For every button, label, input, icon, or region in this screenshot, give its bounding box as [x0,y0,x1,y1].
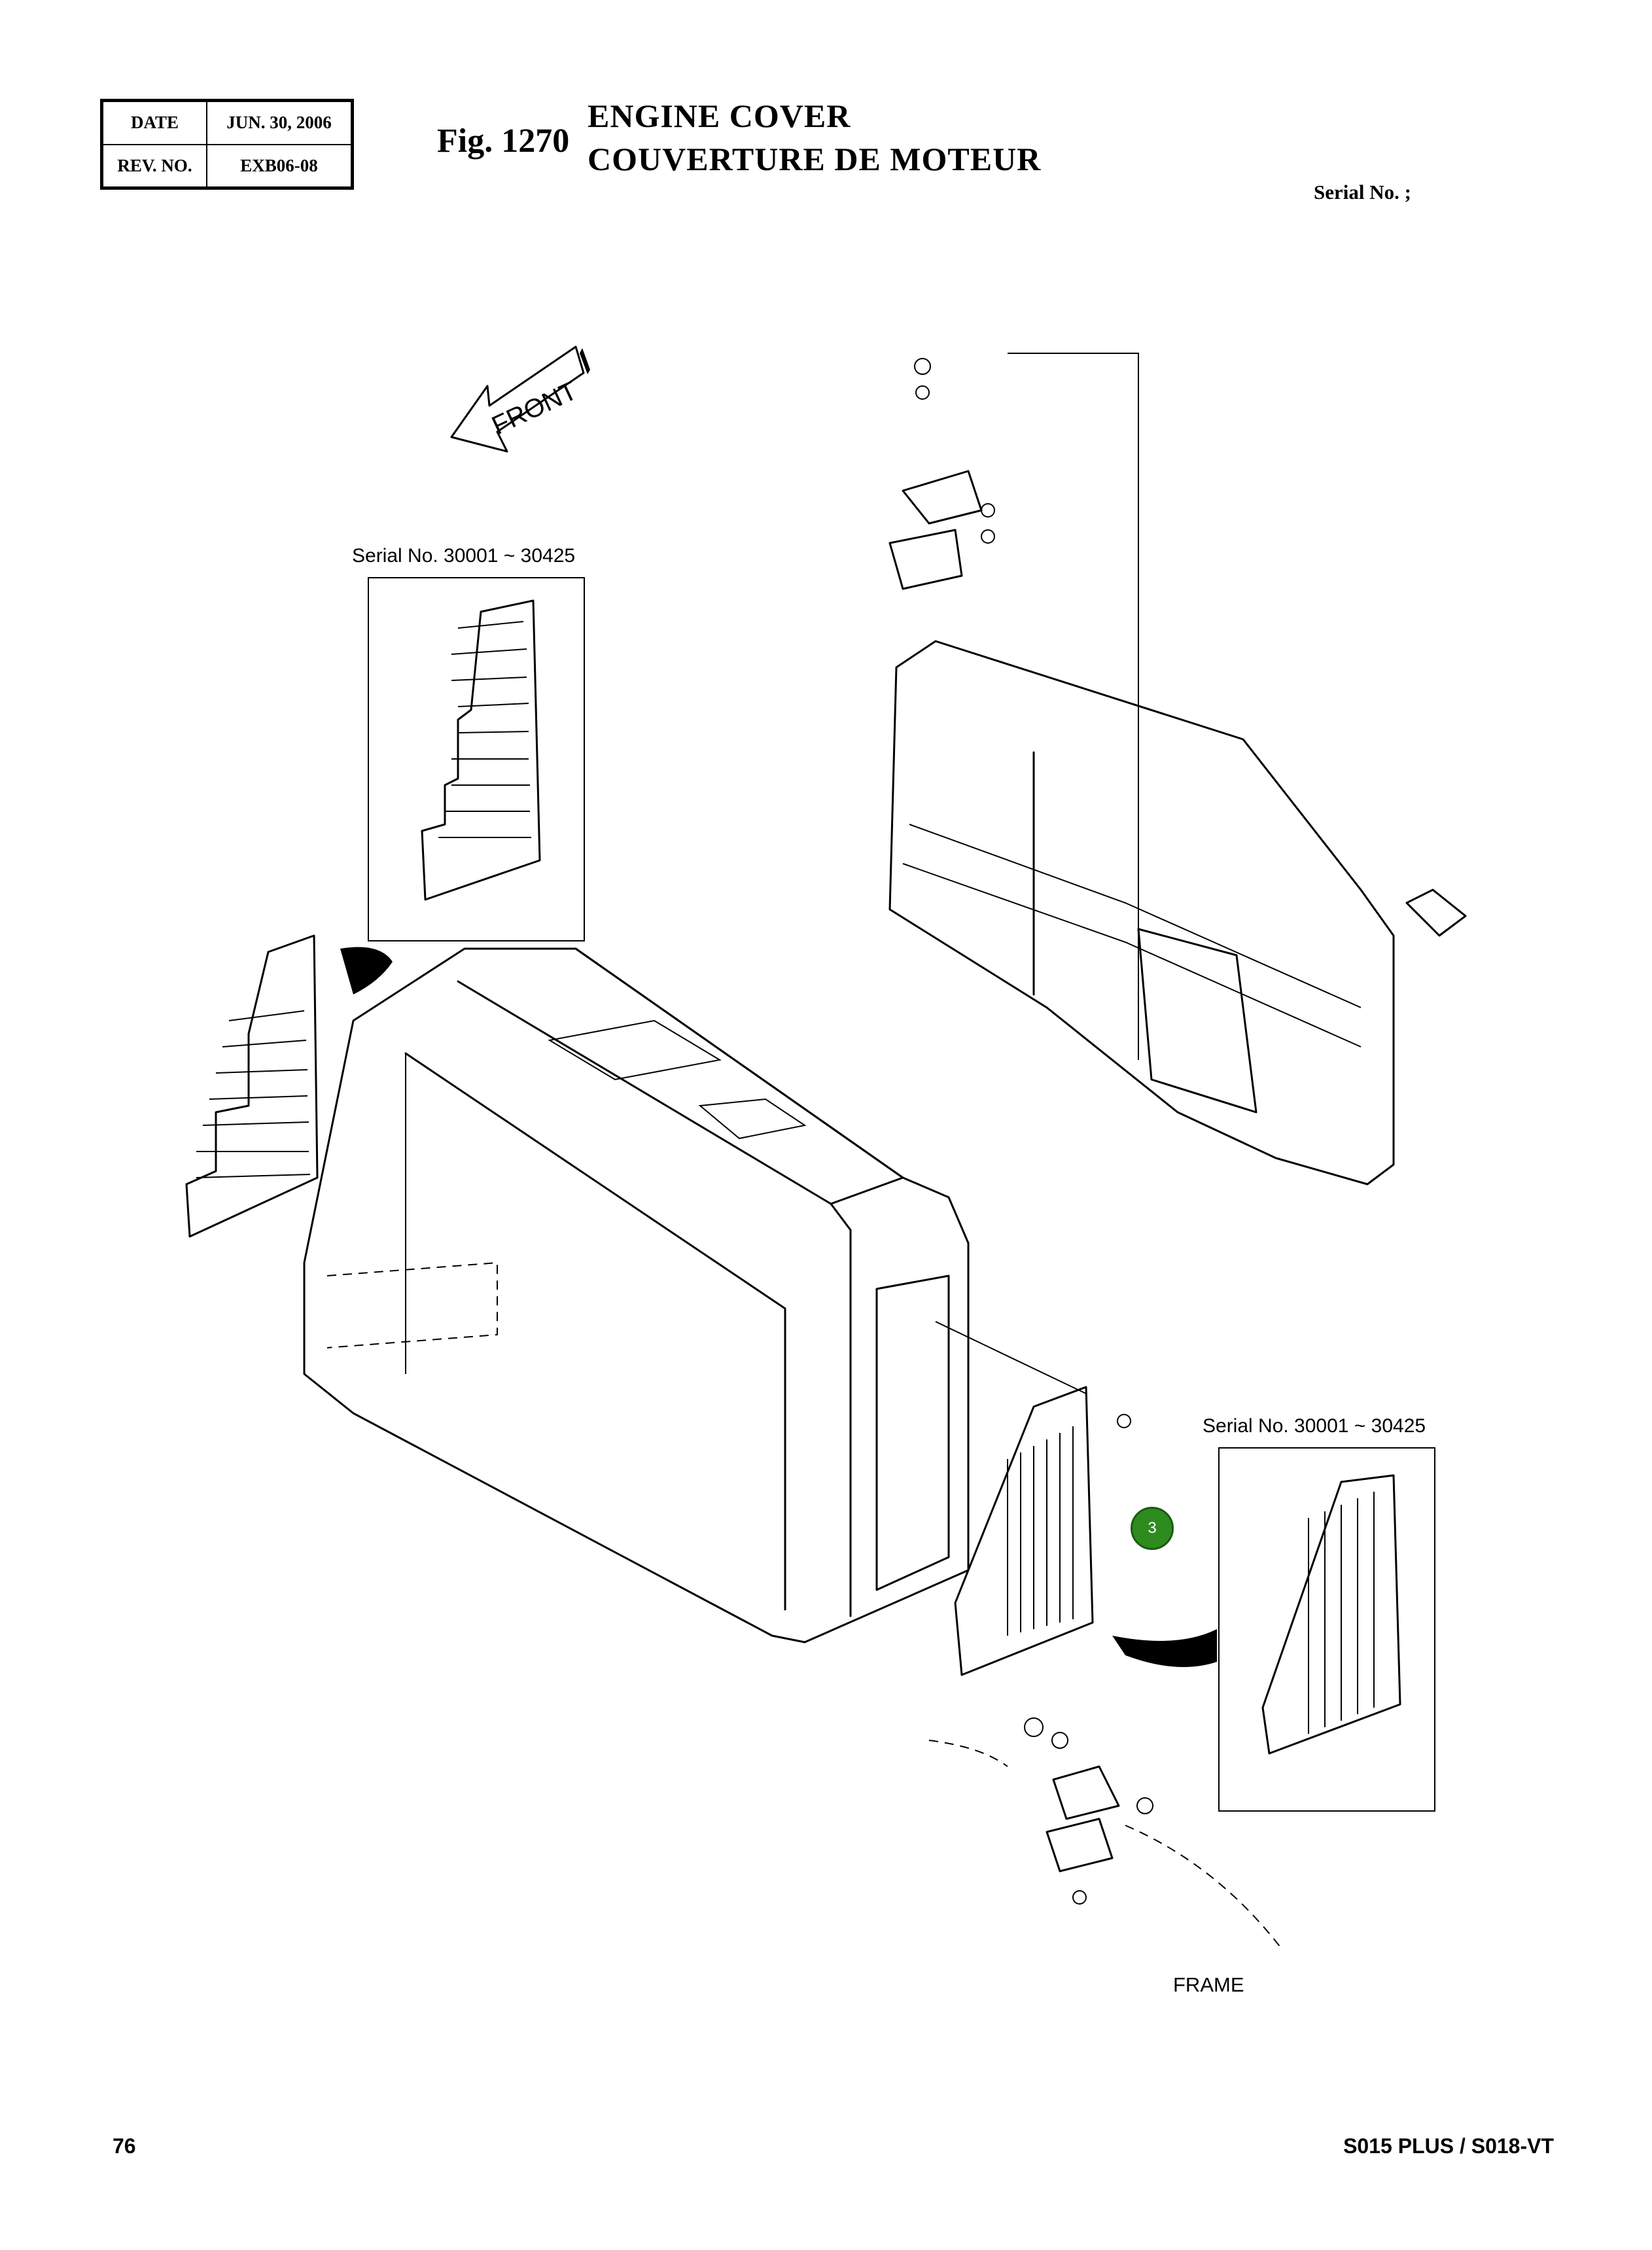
mounting-bracket [928,1717,1283,1950]
right-inset-caption: Serial No. 30001 ~ 30425 [1203,1415,1426,1437]
hinge-assembly [888,353,1139,1060]
rev-value: EXB06-08 [205,143,353,188]
figure-number: Fig. 1270 [437,122,570,160]
frame-label: FRAME [1173,1973,1244,1996]
left-inset-caption: Serial No. 30001 ~ 30425 [352,545,576,567]
left-grille-panel [185,934,393,1238]
engine-cover-body [303,947,970,1644]
title-french: COUVERTURE DE MOTEUR [588,141,1042,177]
rev-label: REV. NO. [102,143,207,188]
date-label: DATE [102,101,207,145]
serial-number-label: Serial No. ; [1314,181,1411,203]
left-inset-panel [368,577,585,941]
revision-info-box: DATE JUN. 30, 2006 REV. NO. EXB06-08 [100,99,354,190]
right-grille-panel [935,1321,1131,1676]
page-number: 76 [113,2134,136,2158]
front-arrow-icon: FRONT [450,345,590,453]
date-value: JUN. 30, 2006 [205,101,353,145]
right-inset-panel [1112,1447,1435,1812]
rear-panel [888,640,1467,1186]
title-english: ENGINE COVER [588,97,851,134]
model-name: S015 PLUS / S018-VT [1343,2134,1554,2158]
part-callout-badge[interactable]: 3 [1131,1507,1174,1550]
